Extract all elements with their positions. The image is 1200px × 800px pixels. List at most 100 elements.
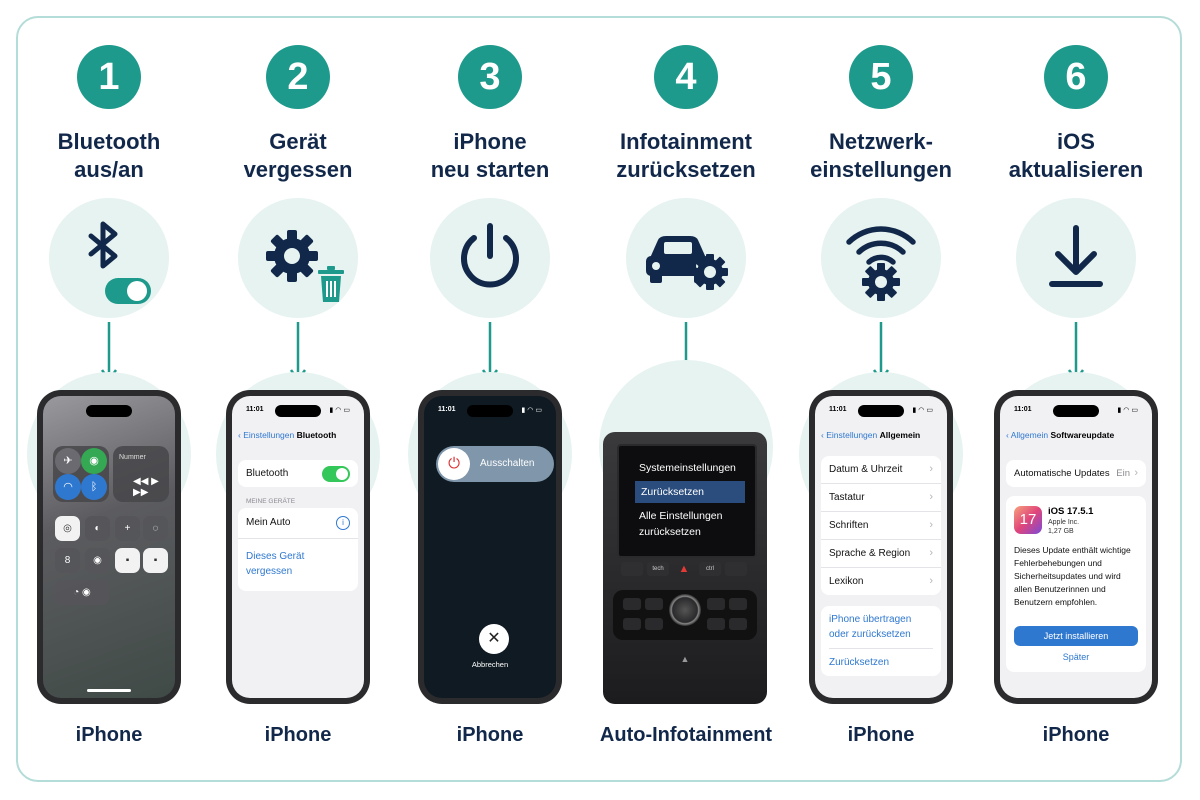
bluetooth-toggle[interactable] [322, 466, 350, 482]
console-button-tech[interactable]: tech [647, 562, 669, 576]
infotainment-console: Systemeinstellungen Zurücksetzen Alle Ei… [603, 432, 767, 704]
screen-mirror-icon[interactable]: ▪ [115, 548, 140, 573]
airplane-icon[interactable]: ✈ [55, 448, 81, 474]
console-button[interactable] [729, 598, 747, 610]
general-settings-list: Datum & Uhrzeit› Tastatur› Schriften› Sp… [821, 456, 941, 595]
hazard-icon[interactable]: ▲ [678, 563, 690, 575]
wifi-icon[interactable]: ◠ [55, 474, 81, 500]
bluetooth-row: Bluetooth [238, 460, 358, 487]
step-icon-circle [626, 198, 746, 318]
power-slider-knob[interactable]: ⏻ [438, 448, 470, 480]
device-label: iPhone [264, 724, 332, 746]
console-button[interactable] [623, 618, 641, 630]
flashlight-icon[interactable]: + [115, 516, 140, 541]
settings-row-date-time[interactable]: Datum & Uhrzeit› [821, 456, 941, 484]
later-button[interactable]: Später [1062, 652, 1090, 662]
device-label: iPhone [456, 724, 524, 746]
console-control-panel [613, 590, 757, 640]
iphone-power-off: 11:01 ▮◠▭ ⏻ Ausschalten ✕ Abbrechen [418, 390, 562, 704]
console-button[interactable] [707, 618, 725, 630]
cancel-x-icon[interactable]: ✕ [479, 624, 509, 654]
settings-row-fonts[interactable]: Schriften› [821, 512, 941, 540]
status-icons: ▮◠▭ [521, 407, 544, 414]
bluetooth-icon[interactable]: ᛒ [81, 474, 107, 500]
nav-title: Softwareupdate [1050, 430, 1115, 440]
info-icon[interactable]: i [336, 516, 350, 530]
calculator-icon[interactable]: 8 [55, 548, 80, 573]
step-icon-circle [821, 198, 941, 318]
step-number-badge: 2 [266, 45, 330, 109]
step-icon-circle [1016, 198, 1136, 318]
camera-icon[interactable]: ◉ [85, 548, 110, 573]
iphone-bluetooth-settings: 11:01 ▮◠▭ ‹ Einstellungen Bluetooth Blue… [226, 390, 370, 704]
focus-icon[interactable]: ◐ [85, 516, 110, 541]
console-button[interactable] [707, 598, 725, 610]
back-button[interactable]: ‹ Allgemein [1006, 430, 1049, 440]
status-time: 11:01 [246, 406, 264, 413]
warning-icon: ▲ [680, 654, 690, 664]
step-number-badge: 6 [1044, 45, 1108, 109]
device-label: Auto-Infotainment [599, 724, 773, 746]
console-button-ctrl[interactable]: ctrl [699, 562, 721, 576]
cellular-icon[interactable]: ◉ [81, 448, 107, 474]
device-label: iPhone [75, 724, 143, 746]
hearing-icon[interactable]: ◔ ◉ [55, 580, 109, 605]
menu-selected-reset[interactable]: Zurücksetzen [635, 481, 745, 503]
step-number-badge: 1 [77, 45, 141, 109]
power-off-slider[interactable]: ⏻ Ausschalten [436, 446, 554, 482]
iphone-software-update: 11:01 ▮◠▭ ‹ Allgemein Softwareupdate Aut… [994, 390, 1158, 704]
console-button[interactable] [623, 598, 641, 610]
outer-frame [16, 16, 1182, 782]
reset-link[interactable]: Zurücksetzen [829, 657, 890, 668]
settings-row-keyboard[interactable]: Tastatur› [821, 484, 941, 512]
console-button[interactable] [621, 562, 643, 576]
control-knob[interactable] [669, 594, 701, 626]
settings-row-language-region[interactable]: Sprache & Region› [821, 540, 941, 568]
navigation-bar: ‹ Allgemein Softwareupdate [1006, 430, 1114, 440]
device-row[interactable]: Mein Auto i [238, 508, 358, 539]
step-icon-circle [49, 198, 169, 318]
play-icon[interactable]: ◀◀ ▶ ▶▶ [133, 476, 159, 498]
console-button[interactable] [725, 562, 747, 576]
update-card: 17 iOS 17.5.1 Apple Inc. 1,27 GB Dieses … [1006, 496, 1146, 672]
bluetooth-row-group: Bluetooth [238, 460, 358, 487]
bluetooth-toggle-icon [88, 221, 151, 304]
step-number-badge: 3 [458, 45, 522, 109]
connectivity-tile[interactable]: ✈ ◉ ◠ ᛒ [53, 446, 109, 502]
media-tile[interactable]: Nummer ◀◀ ▶ ▶▶ [113, 446, 169, 502]
console-button[interactable] [645, 598, 663, 610]
back-button[interactable]: ‹ Einstellungen [821, 430, 878, 440]
update-description: Dieses Update enthält wichtige Fehlerbeh… [1014, 545, 1131, 607]
wifi-gear-icon [846, 226, 916, 301]
timer-icon[interactable]: ◌ [143, 516, 168, 541]
status-icons: ▮◠▭ [912, 407, 935, 414]
phone-screen: ✈ ◉ ◠ ᛒ Nummer ◀◀ ▶ ▶▶ ◎ ◐ + ◌ 8 ◉ ▪ ▪ ◔… [43, 396, 175, 698]
orientation-lock-icon[interactable]: ◎ [55, 516, 80, 541]
step-icon-circle [430, 198, 550, 318]
settings-row-dictionary[interactable]: Lexikon› [829, 575, 933, 587]
iphone-general-settings: 11:01 ▮◠▭ ‹ Einstellungen Allgemein Datu… [809, 390, 953, 704]
dynamic-island [86, 405, 132, 417]
status-time: 11:01 [829, 406, 847, 413]
remote-icon[interactable]: ▪ [143, 548, 168, 573]
menu-title: Systemeinstellungen [639, 462, 736, 474]
device-label: iPhone [1042, 724, 1110, 746]
console-button[interactable] [729, 618, 747, 630]
update-size: 1,27 GB [1048, 528, 1074, 535]
console-button[interactable] [645, 618, 663, 630]
back-button[interactable]: ‹ Einstellungen [238, 430, 295, 440]
step-icon-circle [238, 198, 358, 318]
install-now-button[interactable]: Jetzt installieren [1014, 626, 1138, 646]
